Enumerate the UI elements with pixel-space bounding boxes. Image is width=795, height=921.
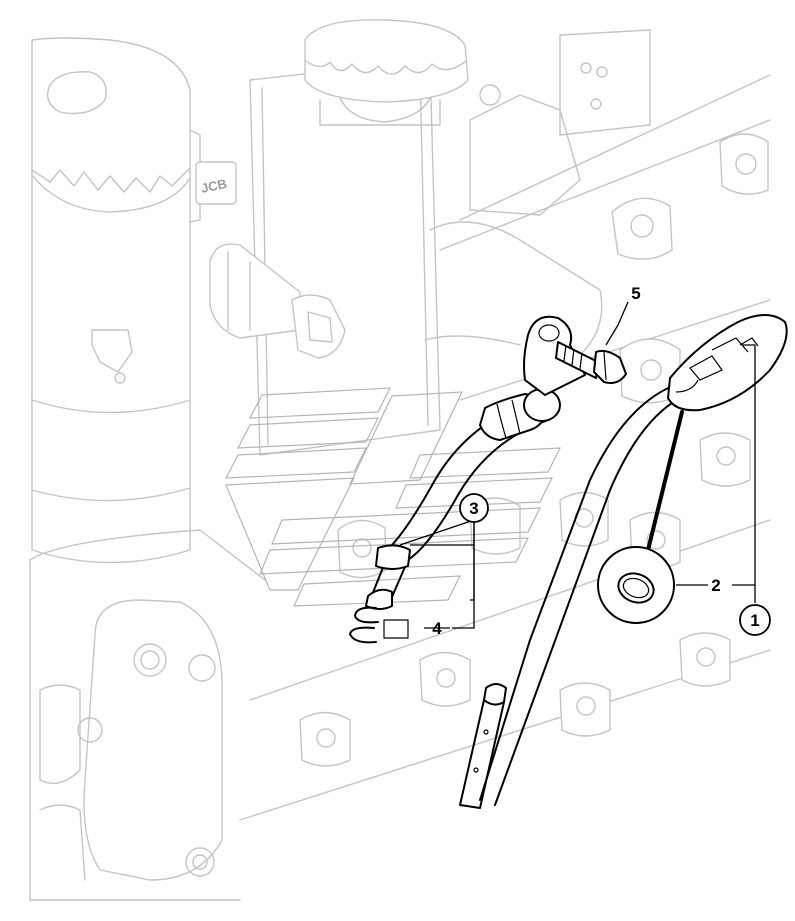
callout-5-label: 5 <box>631 284 640 303</box>
callout-1-label: 1 <box>750 611 759 630</box>
dipstick <box>459 314 788 809</box>
jcb-stamp-text: JCB <box>200 176 229 196</box>
callout-1: 1 <box>739 604 771 636</box>
o-rings <box>349 606 379 644</box>
callout-4-label: 4 <box>432 619 442 638</box>
o-ring-detail <box>597 546 675 624</box>
callout-2: 2 <box>711 576 720 595</box>
callout-3: 3 <box>459 493 489 523</box>
oil-filter <box>31 37 201 564</box>
jcb-stamp: JCB <box>195 161 237 205</box>
bolt <box>555 341 627 384</box>
watermark-logo <box>224 387 561 607</box>
callout-2-label: 2 <box>711 576 720 595</box>
engine-background: JCB <box>29 19 771 901</box>
callout-3-label: 3 <box>469 499 478 518</box>
detail-connector <box>646 410 684 552</box>
callout-5: 5 <box>631 284 640 303</box>
sensor-background <box>209 243 346 359</box>
callout-4: 4 <box>432 619 442 638</box>
tube-bracket <box>523 315 586 396</box>
leader-lines <box>383 301 756 639</box>
filler-cap-background <box>304 19 469 126</box>
